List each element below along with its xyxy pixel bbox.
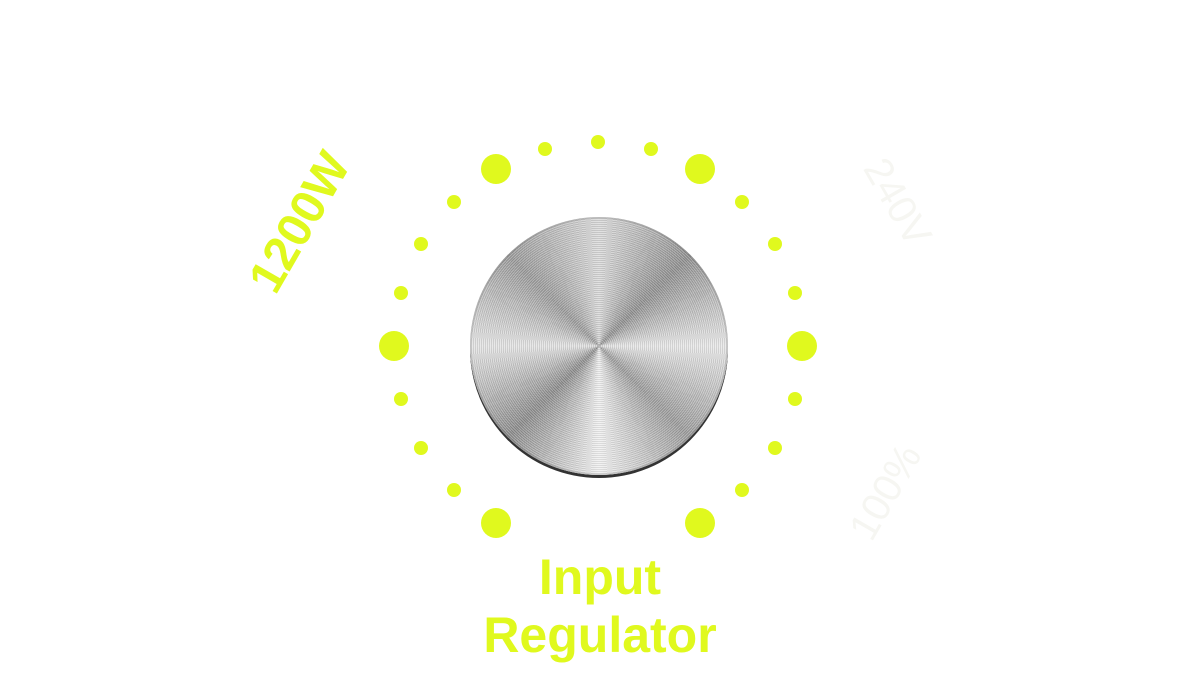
dial-minor-tick (643, 141, 658, 156)
dial-minor-tick (767, 237, 782, 251)
dial-major-tick (379, 331, 409, 361)
knob-title-line1: Input (538, 549, 662, 605)
knob-title-line2: Regulator (483, 607, 717, 663)
knob-title: Input Regulator (450, 548, 750, 664)
dial-minor-tick (735, 483, 750, 498)
dial-minor-tick (393, 286, 408, 301)
percent-label: 100% (841, 436, 931, 548)
dial-minor-tick (767, 441, 782, 455)
dial-minor-tick (538, 141, 553, 156)
dial-minor-tick (446, 194, 461, 209)
dial-minor-tick (788, 391, 803, 406)
regulator-knob[interactable] (470, 217, 728, 475)
dial-major-tick (481, 154, 511, 185)
dial-minor-tick (735, 194, 750, 209)
dial-major-tick (787, 331, 817, 361)
dial-minor-tick (414, 237, 429, 251)
dial-minor-tick (788, 286, 803, 301)
dial-minor-tick (414, 441, 429, 455)
dial-major-tick (685, 154, 715, 185)
dial-major-tick (481, 507, 511, 538)
dial-minor-tick (591, 135, 605, 149)
dial-minor-tick (393, 391, 408, 406)
power-label: 1200W (239, 143, 361, 302)
dial-minor-tick (446, 483, 461, 498)
voltage-label: 240V (854, 150, 940, 254)
dial-major-tick (685, 507, 715, 538)
